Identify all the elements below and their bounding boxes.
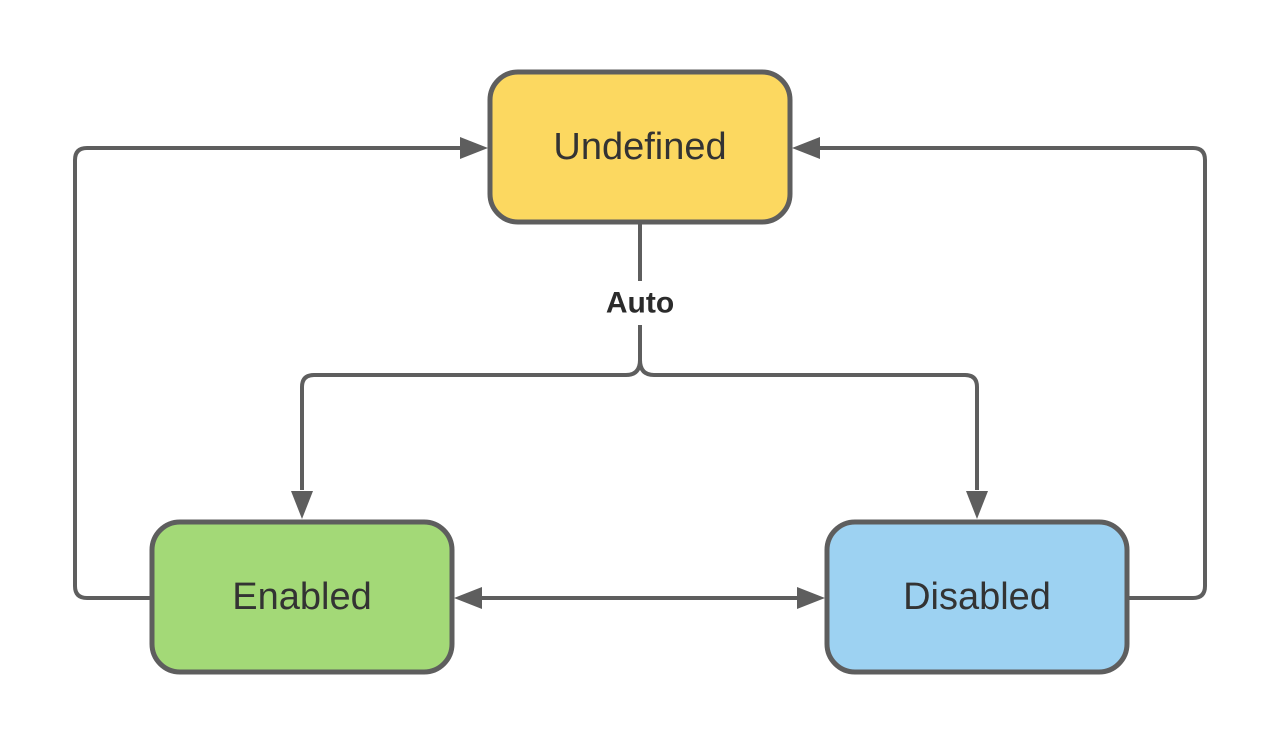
state-node-disabled-shape[interactable] <box>824 519 1130 675</box>
arrowhead-into-disabled-left <box>797 587 825 609</box>
auto-edge-label: Auto <box>606 287 674 320</box>
arrowhead-into-undefined-left <box>460 137 488 159</box>
connector-undefined-auto-branch[interactable]: Auto <box>291 224 988 519</box>
arrowhead-into-undefined-right <box>792 137 820 159</box>
auto-label-background <box>598 281 682 325</box>
connector-disabled-to-undefined[interactable] <box>792 137 1207 600</box>
arrowhead-into-enabled-right <box>454 587 482 609</box>
state-node-enabled-label: Enabled <box>232 576 371 618</box>
state-node-enabled-shape[interactable] <box>149 519 455 675</box>
connector-enabled-to-undefined-line[interactable] <box>73 146 462 600</box>
state-node-disabled-label: Disabled <box>903 576 1051 618</box>
state-node-undefined[interactable]: Undefined <box>487 69 793 225</box>
connector-enabled-disabled-bidirectional[interactable] <box>454 587 825 609</box>
arrowhead-into-disabled-top <box>966 491 988 519</box>
arrowhead-into-enabled-top <box>291 491 313 519</box>
connector-disabled-to-undefined-line[interactable] <box>818 146 1207 600</box>
connector-auto-branch-line[interactable] <box>300 224 979 490</box>
state-node-undefined-label: Undefined <box>553 126 726 168</box>
connector-enabled-to-undefined[interactable] <box>73 137 488 600</box>
state-node-enabled[interactable]: Enabled <box>149 519 455 675</box>
state-node-undefined-shape[interactable] <box>487 69 793 225</box>
state-node-disabled[interactable]: Disabled <box>824 519 1130 675</box>
